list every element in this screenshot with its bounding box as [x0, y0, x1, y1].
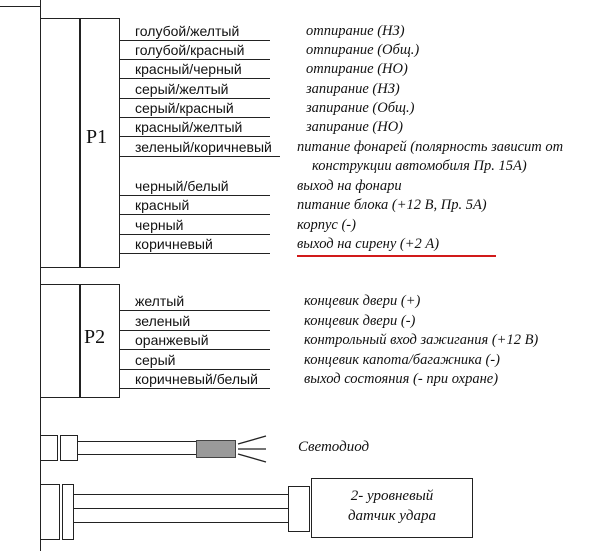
- wire-color-label: коричневый: [135, 236, 213, 252]
- wire-function-label: концевик двери (-): [304, 313, 416, 329]
- led-wire-top: [78, 441, 196, 442]
- wire-function-label: выход на фонари: [297, 178, 402, 194]
- wire-line: [120, 156, 280, 157]
- wire-color-label: черный/белый: [135, 178, 229, 194]
- wire-color-label: желтый: [135, 293, 185, 309]
- siren-highlight-line: [297, 255, 496, 257]
- shock-sensor-label: 2- уровневый датчик удара: [311, 486, 473, 526]
- wire-color-label: голубой/красный: [135, 42, 245, 58]
- wire-line: [120, 98, 270, 99]
- sensor-wire-1: [74, 494, 288, 495]
- wire-color-label: красный/черный: [135, 61, 242, 77]
- wire-function-label: питание блока (+12 В, Пр. 5А): [297, 197, 487, 213]
- p2-connector-outer: [40, 284, 80, 398]
- sensor-line-2: датчик удара: [347, 508, 437, 524]
- sensor-plug: [288, 486, 310, 532]
- wire-line: [120, 78, 270, 79]
- wire-line: [120, 234, 270, 235]
- wire-color-label: черный: [135, 217, 184, 233]
- wire-function-label: запирание (Общ.): [306, 100, 415, 116]
- sensor-wire-2: [74, 508, 288, 509]
- wire-color-label: серый: [135, 352, 176, 368]
- p2-connector-inner: [80, 284, 120, 398]
- wire-function-label: концевик капота/багажника (-): [304, 352, 500, 368]
- wire-color-label: красный/желтый: [135, 119, 243, 135]
- led-label: Светодиод: [298, 439, 370, 455]
- wire-function-label: запирание (НО): [306, 119, 404, 135]
- p1-label: P1: [86, 126, 108, 148]
- wire-line: [120, 349, 270, 350]
- p2-label: P2: [84, 326, 106, 348]
- sensor-connector-a: [40, 484, 60, 540]
- wire-line: [120, 310, 270, 311]
- led-wire-bottom: [78, 454, 196, 455]
- led-connector-a: [40, 435, 58, 461]
- wire-line: [120, 136, 270, 137]
- wire-color-label: серый/красный: [135, 100, 234, 116]
- wire-line: [120, 195, 270, 196]
- main-unit-top: [0, 6, 40, 7]
- sensor-line-1: 2- уровневый: [350, 488, 434, 504]
- led-light-rays-icon: [237, 435, 267, 463]
- p1-connector-outer: [40, 18, 80, 268]
- wire-function-label: запирание (НЗ): [306, 81, 400, 97]
- wire-function-label: концевик двери (+): [304, 293, 421, 309]
- wire-function-label: корпус (-): [297, 217, 356, 233]
- shock-sensor-box: [311, 478, 473, 538]
- p1-connector-inner: [80, 18, 120, 268]
- wire-color-label: голубой/желтый: [135, 23, 240, 39]
- led-body: [196, 440, 236, 458]
- wire-function-label-continued: конструкции автомобиля Пр. 15А): [312, 158, 527, 174]
- wire-color-label: зеленый/коричневый: [135, 139, 272, 155]
- wire-line: [120, 369, 270, 370]
- sensor-connector-b: [62, 484, 74, 540]
- wire-function-label: питание фонарей (полярность зависит от: [297, 139, 564, 155]
- wire-function-label: выход состояния (- при охране): [304, 371, 499, 387]
- main-unit-edge: [40, 0, 41, 551]
- sensor-wire-3: [74, 522, 288, 523]
- wire-line: [120, 388, 270, 389]
- wire-function-label: контрольный вход зажигания (+12 В): [304, 332, 539, 348]
- wire-function-label: отпирание (НО): [306, 61, 408, 77]
- wire-color-label: серый/желтый: [135, 81, 229, 97]
- wire-color-label: коричневый/белый: [135, 371, 258, 387]
- wire-line: [120, 330, 270, 331]
- wire-line: [120, 214, 270, 215]
- wire-line: [120, 117, 270, 118]
- wire-function-label: выход на сирену (+2 А): [297, 236, 440, 252]
- led-connector-b: [60, 435, 78, 461]
- wire-function-label: отпирание (Общ.): [306, 42, 420, 58]
- wire-color-label: красный: [135, 197, 190, 213]
- wire-line: [120, 253, 270, 254]
- wire-line: [120, 40, 270, 41]
- wire-color-label: оранжевый: [135, 332, 209, 348]
- wire-color-label: зеленый: [135, 313, 191, 329]
- wire-line: [120, 59, 270, 60]
- wire-function-label: отпирание (НЗ): [306, 23, 405, 39]
